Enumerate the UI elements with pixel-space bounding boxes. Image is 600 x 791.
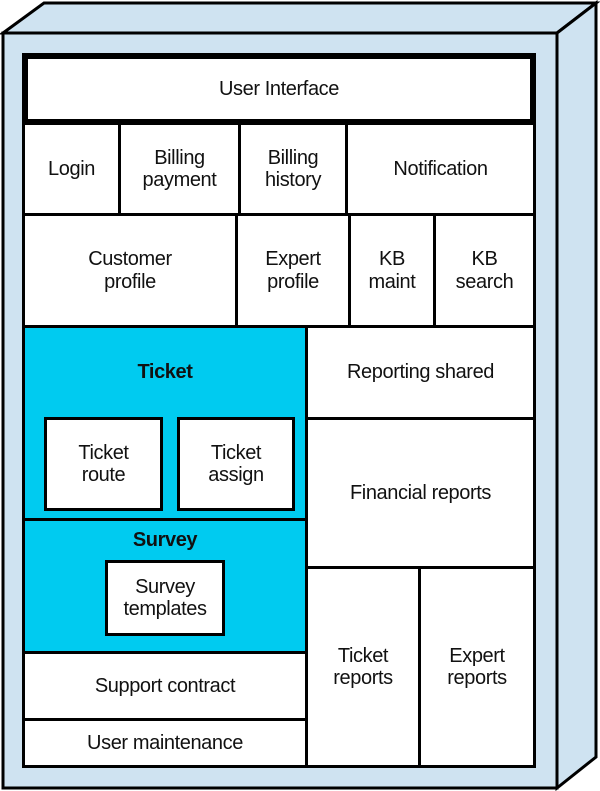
module-reporting-shared: Reporting shared: [305, 325, 536, 420]
module-ticket-route: Ticket route: [44, 417, 163, 511]
module-billing-payment-label: Billing payment: [142, 146, 217, 191]
module-user-maintenance-label: User maintenance: [87, 731, 243, 754]
module-billing-history-label: Billing history: [264, 146, 322, 191]
module-financial-reports: Financial reports: [305, 417, 536, 569]
module-ticket-route-label: Ticket route: [78, 441, 129, 486]
module-login-label: Login: [48, 157, 95, 180]
module-kb-maint-label: KB maint: [368, 248, 416, 293]
module-ticket-assign: Ticket assign: [177, 417, 295, 511]
group-survey-title: Survey: [25, 521, 305, 560]
module-kb-search: KB search: [433, 213, 536, 328]
module-login: Login: [22, 122, 121, 216]
module-ticket-reports-label: Ticket reports: [333, 644, 393, 689]
module-expert-profile-label: Expert profile: [265, 248, 321, 293]
slab-top-face: [0, 1, 600, 35]
module-expert-reports-label: Expert reports: [447, 644, 507, 689]
module-survey-templates: Survey templates: [105, 560, 225, 636]
group-ticket-title-label: Ticket: [137, 361, 193, 384]
group-survey-title-label: Survey: [132, 529, 198, 552]
module-user-interface: User Interface: [22, 53, 536, 125]
slab-right-face: [555, 0, 598, 791]
module-user-interface-label: User Interface: [218, 77, 339, 100]
module-kb-maint: KB maint: [348, 213, 436, 328]
module-expert-profile: Expert profile: [235, 213, 351, 328]
module-financial-reports-label: Financial reports: [349, 481, 492, 504]
module-billing-history: Billing history: [238, 122, 348, 216]
module-notification: Notification: [345, 122, 536, 216]
module-kb-search-label: KB search: [455, 248, 514, 293]
module-reporting-shared-label: Reporting shared: [346, 361, 495, 384]
module-customer-profile: Customer profile: [22, 213, 238, 328]
module-survey-templates-label: Survey templates: [123, 575, 207, 620]
module-notification-label: Notification: [393, 157, 488, 180]
module-ticket-assign-label: Ticket assign: [208, 441, 264, 486]
module-customer-profile-label: Customer profile: [88, 248, 172, 293]
module-support-contract-label: Support contract: [94, 674, 236, 697]
group-ticket: Ticket Ticket route Ticket assign: [22, 325, 308, 521]
module-user-maintenance: User maintenance: [22, 718, 308, 768]
module-support-contract: Support contract: [22, 651, 308, 721]
module-ticket-reports: Ticket reports: [305, 566, 421, 768]
group-ticket-title: Ticket: [25, 328, 305, 417]
module-billing-payment: Billing payment: [118, 122, 241, 216]
group-survey: Survey Survey templates: [22, 518, 308, 654]
module-expert-reports: Expert reports: [418, 566, 536, 768]
